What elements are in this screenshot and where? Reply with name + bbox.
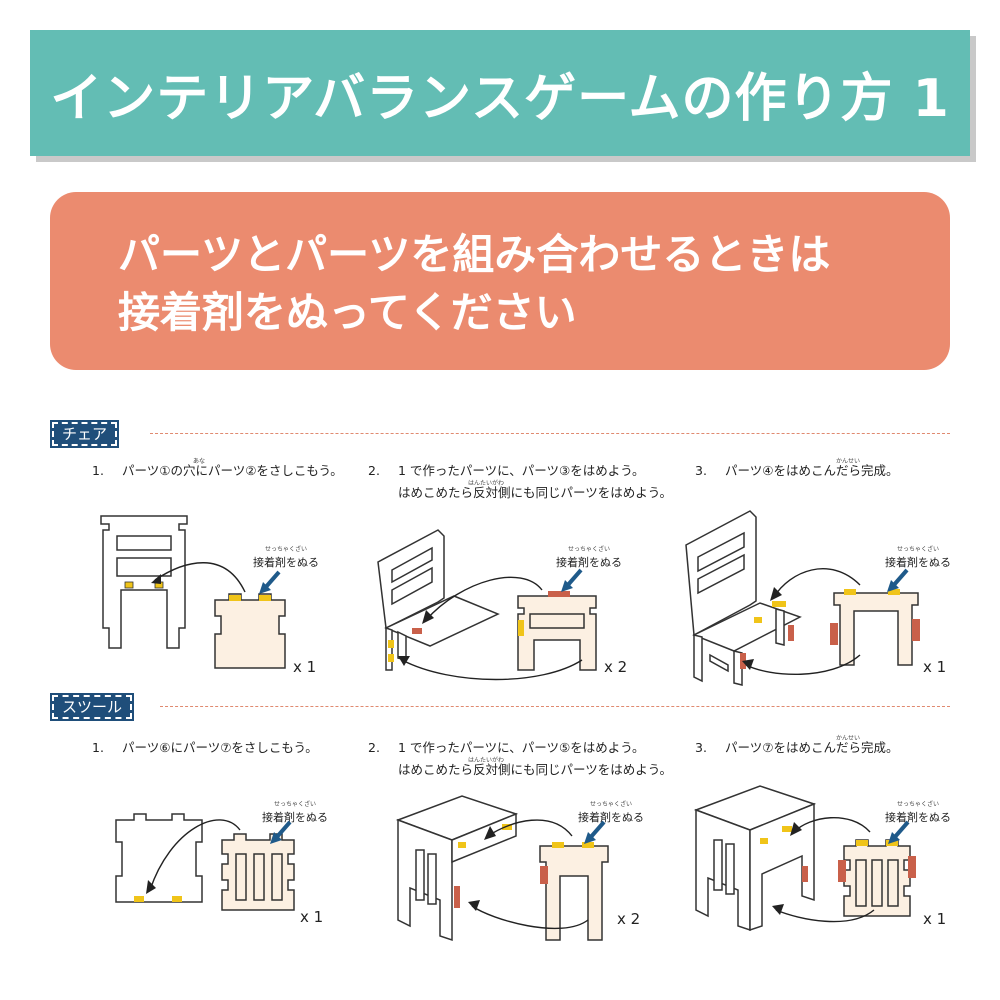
chair-step-2-ruby: はんたいがわ xyxy=(468,480,505,487)
glue-notice: パーツとパーツを組み合わせるときは 接着剤をぬってください xyxy=(50,192,950,370)
stool-step-2-ruby: はんたいがわ xyxy=(468,757,505,764)
stool-step-2-qty: x 2 xyxy=(617,910,641,928)
chair-step-1-glue-label: せっちゃくざい接着剤をぬる xyxy=(253,546,319,569)
stool-step-1-glue-arrow-icon xyxy=(270,820,292,844)
stool-step-3: 3.パーツ⑦をはめこんだら完成。 xyxy=(695,740,899,755)
stool-step-2-glue-arrow-icon xyxy=(584,820,606,844)
chair-step-1-qty: x 1 xyxy=(293,658,317,676)
section-tag-stool: スツール xyxy=(50,693,135,721)
stool-step-3-glue-label: せっちゃくざい接着剤をぬる xyxy=(885,801,951,824)
chair-step-1-diagram xyxy=(100,515,286,669)
stool-step-3-ruby: かんせい xyxy=(836,735,861,742)
chair-step-1: 1.パーツ①の穴にパーツ②をさしこもう。 xyxy=(92,463,343,478)
chair-step-1-glue-arrow-icon xyxy=(259,570,281,594)
chair-step-2-qty: x 2 xyxy=(604,658,628,676)
chair-step-1-ruby: あな xyxy=(193,458,206,465)
stool-step-1-diagram xyxy=(115,813,295,911)
stool-step-3-diagram xyxy=(693,785,916,932)
stool-step-3-qty: x 1 xyxy=(923,910,947,928)
chair-step-3: 3.パーツ④をはめこんだら完成。 xyxy=(695,463,899,478)
chair-step-3-ruby: かんせい xyxy=(836,458,861,465)
chair-step-3-glue-arrow-icon xyxy=(887,568,909,592)
chair-step-2: 2.1 で作ったパーツに、パーツ③をはめよう。 はめこめたら反対側にも同じパーツ… xyxy=(368,463,673,500)
chair-step-3-qty: x 1 xyxy=(923,658,947,676)
stool-step-1-glue-label: せっちゃくざい接着剤をぬる xyxy=(262,801,328,824)
stool-step-2-glue-label: せっちゃくざい接着剤をぬる xyxy=(578,801,644,824)
page-title: インテリアバランスゲームの作り方 1 xyxy=(50,68,950,129)
chair-step-3-glue-label: せっちゃくざい接着剤をぬる xyxy=(885,546,951,569)
stool-step-3-glue-arrow-icon xyxy=(888,820,910,844)
title-banner: インテリアバランスゲームの作り方 1 xyxy=(30,30,970,156)
chair-step-2-diagram xyxy=(377,529,597,681)
stool-step-1: 1.パーツ⑥にパーツ⑦をさしこもう。 xyxy=(92,740,318,755)
section-divider xyxy=(150,433,950,434)
section-tag-chair: チェア xyxy=(50,420,120,448)
notice-line-2: 接着剤をぬってください xyxy=(118,288,577,337)
stool-step-1-qty: x 1 xyxy=(300,908,324,926)
stool-step-2-diagram xyxy=(395,795,609,942)
chair-step-2-glue-label: せっちゃくざい接着剤をぬる xyxy=(556,546,622,569)
chair-step-2-glue-arrow-icon xyxy=(561,568,583,592)
notice-line-1: パーツとパーツを組み合わせるときは xyxy=(118,230,831,279)
chair-step-3-diagram xyxy=(685,510,920,686)
stool-step-2: 2.1 で作ったパーツに、パーツ⑤をはめよう。 はめこめたら反対側にも同じパーツ… xyxy=(368,740,673,777)
section-divider xyxy=(160,706,950,707)
